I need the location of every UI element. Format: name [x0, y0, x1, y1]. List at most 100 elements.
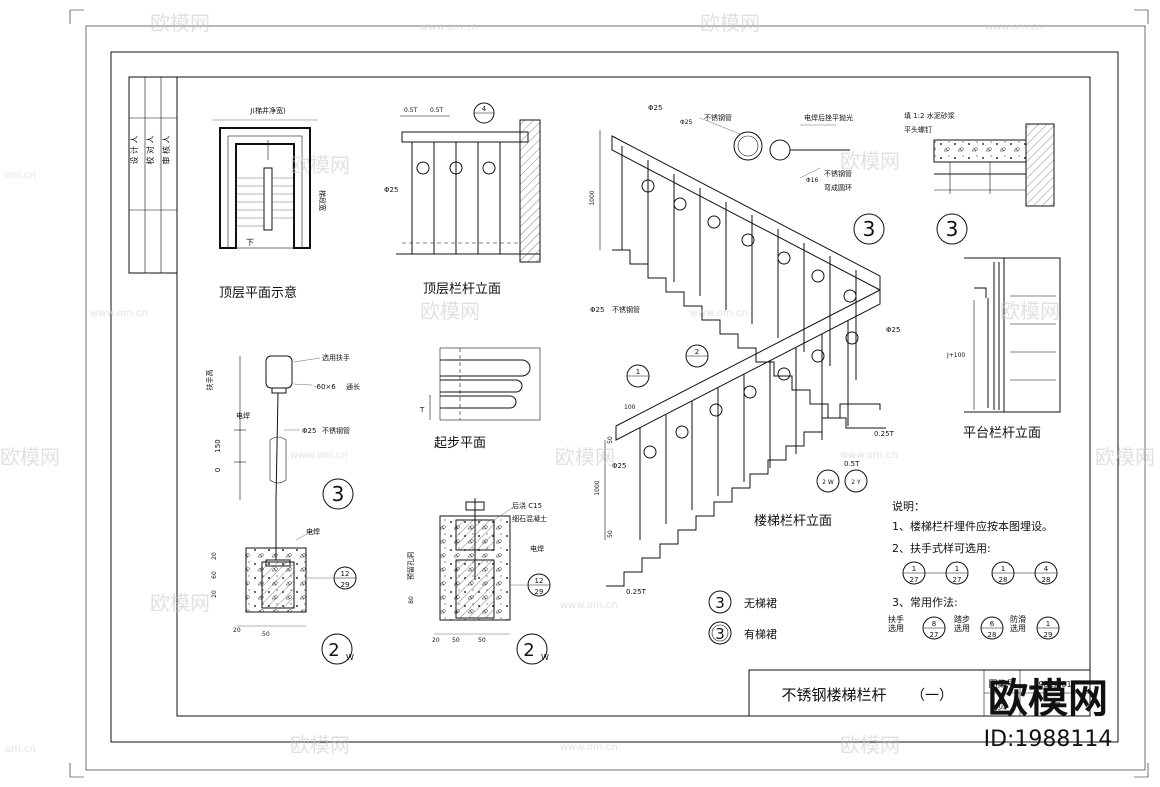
anchor2-dim0: 80: [408, 596, 415, 604]
anchor2-dim2: 50: [452, 637, 460, 644]
page-label: 页: [997, 701, 1006, 712]
stair-label-12: 50: [607, 530, 614, 538]
watermark-brand-10: 欧模网: [150, 591, 210, 615]
stair-tag-y: 2 Y: [851, 479, 861, 486]
watermark-brand-9: 欧模网: [1095, 445, 1155, 469]
handrail-height: 扶手高: [205, 370, 214, 391]
anchor2-fine: 细石混凝土: [512, 514, 547, 523]
title-block-title: 不锈钢楼梯栏杆: [781, 686, 886, 704]
drawing-no-label: 图集号: [988, 678, 1015, 690]
watermark-url-8: www.om.cn: [560, 600, 618, 611]
drawing-no: 98ZJ401: [1038, 680, 1071, 689]
common-2-name: 防滑选用: [1010, 614, 1026, 633]
platform-j: J+100: [946, 352, 965, 359]
inner-border: [176, 76, 1091, 717]
handrail-dim0: 0: [214, 468, 222, 472]
stair-label-7: 0.25T: [626, 588, 647, 596]
strip-label-1: 设 计 人: [129, 135, 139, 164]
common-0-top: 8: [932, 620, 936, 628]
stair-label-9: 1000: [589, 190, 596, 205]
stair-label-5: 0.25T: [874, 430, 895, 438]
notes-common: 扶手选用 8 27 踏步选用 6 28 防滑选用 1 29: [888, 614, 1060, 640]
anchor1-circle-sub: W: [346, 653, 354, 662]
handrail-flat: -60×6: [314, 383, 336, 391]
handrail-circle-num: 3: [332, 482, 345, 506]
notes-refs2: 1 27 1 27 1 28 4 28: [902, 561, 1058, 585]
common-1-name: 踏步选用: [954, 614, 970, 633]
wall-bolt: 平头螺钉: [904, 125, 932, 134]
pipe-ring: 弯成圆环: [824, 183, 852, 192]
watermark-url-1: www.om.cn: [420, 22, 478, 33]
watermark-brand-1: 欧模网: [150, 11, 210, 35]
strip-label-3: 审 核 人: [161, 135, 171, 164]
anchor2-ref-bot: 29: [535, 588, 544, 596]
anchor1-ref-bot: 29: [341, 581, 350, 589]
top-rail-dim1: 0.5T: [404, 107, 418, 114]
anchor2-post: 后浇 C15: [512, 501, 542, 510]
notes: 说明： 1、楼梯栏杆埋件应按本图埋设。 2、扶手式样可选用: 1 27 1 27…: [888, 499, 1060, 640]
watermark-brand-3: 欧模网: [290, 153, 350, 177]
ref2-3-bot: 28: [1042, 576, 1051, 584]
legend-1-circle: 3: [715, 625, 725, 643]
anchor1-dim2: 20: [211, 590, 218, 598]
platform-title: 平台栏杆立面: [963, 426, 1041, 441]
top-rail-view: 0.5T 0.5T Φ25 4 顶层栏杆立面: [384, 102, 541, 297]
common-0-bot: 27: [930, 631, 939, 639]
start-plan-view: T 起步平面: [419, 347, 541, 451]
stair-circle3-num: 3: [863, 217, 876, 241]
stair-ref2-num: 2: [695, 348, 699, 356]
anchor1-dim3: 20: [233, 627, 241, 634]
stair-label-11: 50: [607, 436, 614, 444]
watermark-brand-6: 欧模网: [1000, 299, 1060, 323]
handrail-select: 选用扶手: [322, 353, 350, 362]
strip-label-2: 校 对 人: [145, 135, 155, 164]
watermark-url-3: om.cn: [5, 170, 36, 181]
handrail-pipe: 不锈钢管: [322, 426, 350, 435]
legend-0-label: 无梯裙: [744, 597, 777, 610]
top-rail-title: 顶层栏杆立面: [423, 282, 501, 297]
notes-item1: 1、楼梯栏杆埋件应按本图埋设。: [892, 519, 1053, 533]
common-2-bot: 29: [1044, 631, 1053, 639]
stair-elevation-view: Φ25 Φ25 不锈钢管 Φ25 Φ25 0.25T 0.5T 0.25T 10…: [589, 104, 900, 596]
ref2-2-top: 1: [1001, 565, 1005, 573]
watermark-url-9: om.cn: [5, 744, 36, 755]
watermark-brand-12: 欧模网: [840, 733, 900, 757]
handrail-through: 通长: [346, 382, 360, 391]
stair-title: 楼梯栏杆立面: [754, 514, 832, 529]
platform-view: J+100 平台栏杆立面: [946, 257, 1061, 441]
anchor1-dim4: 50: [262, 631, 270, 638]
anchor1-circle: [321, 633, 353, 665]
top-rail-dim2: 0.5T: [430, 107, 444, 114]
watermark-brand-4: 欧模网: [840, 149, 900, 173]
top-plan-jwidth: J(梯井净宽): [249, 106, 286, 115]
page-number: 27: [1049, 702, 1060, 712]
ref2-0-top: 1: [912, 565, 916, 573]
anchor2-circle-sub: W: [541, 653, 549, 662]
top-plan-down: 下: [246, 238, 254, 247]
watermark-url-7: www.om.cn: [840, 450, 898, 461]
ref2-2-bot: 28: [999, 576, 1008, 584]
stair-ref1-num: 1: [636, 368, 640, 376]
stair-label-1: Φ25: [590, 306, 604, 314]
top-plan-side: 梯段宽: [318, 190, 327, 211]
stair-label-8: 100: [624, 404, 636, 411]
watermark-url-5: www.om.cn: [690, 308, 748, 319]
notes-item2: 2、扶手式样可选用:: [892, 541, 991, 555]
start-plan-title: 起步平面: [434, 436, 486, 451]
notes-heading: 说明：: [892, 499, 925, 513]
anchor-detail-2: 后浇 C15 细石混凝土 电焊 预留孔洞 80 20 50 50 12 29 2…: [406, 498, 551, 665]
anchor2-side: 预留孔洞: [406, 552, 415, 580]
stair-circle3: [853, 213, 885, 245]
top-rail-ref-num: 4: [482, 105, 487, 113]
wall-fill: 填 1:2 水泥砂浆: [904, 111, 955, 120]
pipe-phi16: Φ16: [806, 177, 819, 184]
title-block-paren: （一）: [911, 688, 953, 704]
ref2-0-bot: 27: [910, 576, 919, 584]
common-2-top: 1: [1046, 620, 1050, 628]
common-0-name: 扶手选用: [888, 614, 904, 633]
anchor1-dim1: 60: [211, 571, 218, 579]
ref2-1-top: 1: [955, 565, 959, 573]
anchor2-ref-top: 12: [535, 577, 544, 585]
wall-detail-view: 填 1:2 水泥砂浆 平头螺钉 3: [904, 111, 1055, 245]
